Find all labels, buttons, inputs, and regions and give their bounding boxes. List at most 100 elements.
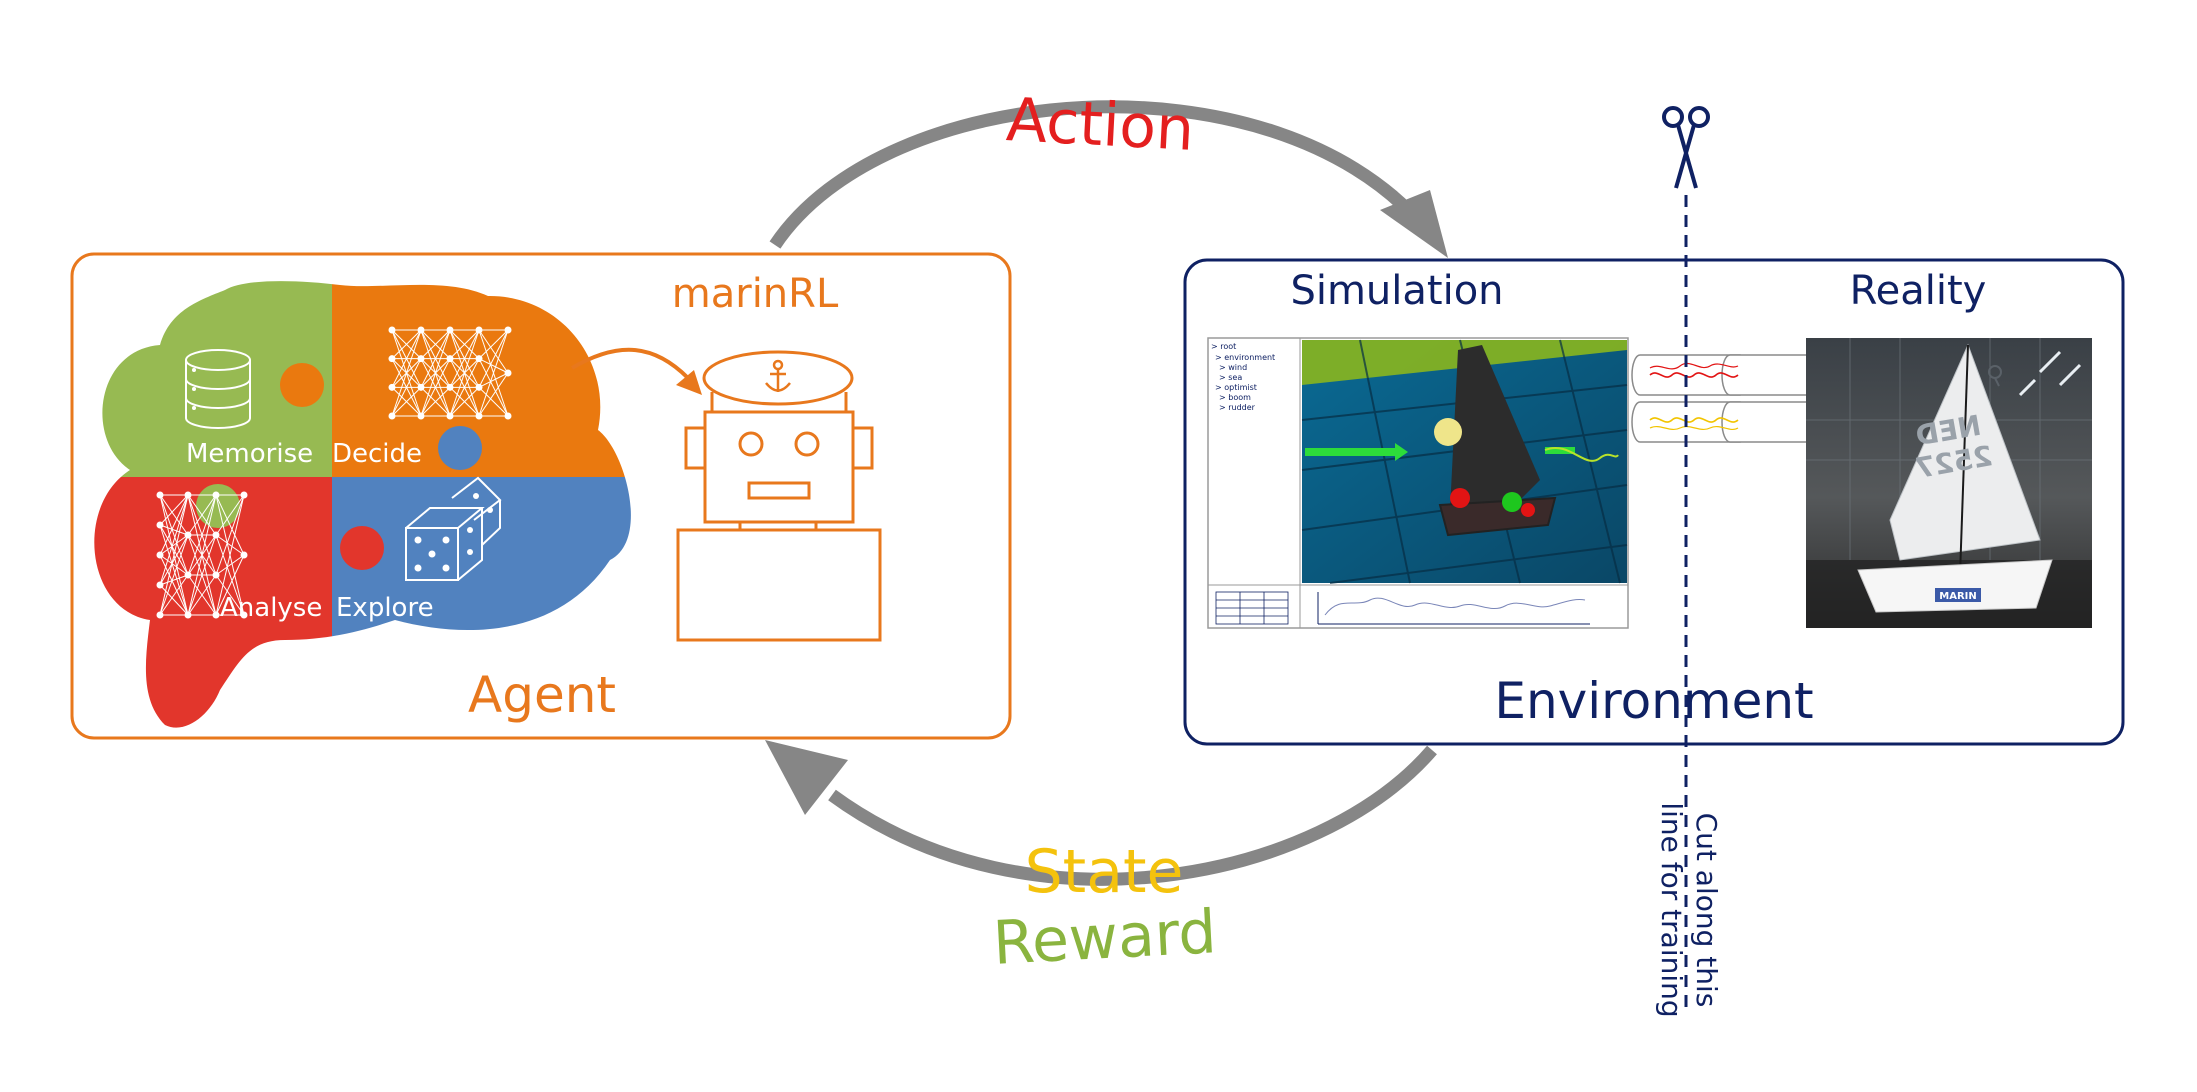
nn-edge: [478, 329, 509, 374]
nn-node: [475, 326, 483, 334]
nn-node: [156, 581, 164, 589]
nn-node: [504, 369, 512, 377]
nn-edge: [159, 534, 189, 586]
nn-node: [184, 611, 192, 619]
nn-edge: [159, 524, 189, 616]
nn-edge: [187, 574, 217, 616]
nn-node: [446, 355, 454, 363]
nn-node: [388, 355, 396, 363]
nn-node: [212, 491, 220, 499]
tree-item: > environment: [1215, 353, 1275, 362]
nn-edge: [478, 329, 509, 360]
nn-node: [475, 383, 483, 391]
nn-edge: [215, 534, 245, 616]
sim-tree-panel: > root > environment > wind > sea > opti…: [1211, 342, 1275, 412]
brain-memorise-label: Memorise: [186, 439, 313, 469]
nn-edge: [187, 494, 217, 576]
scissors-icon: [1662, 106, 1710, 189]
nn-node: [156, 491, 164, 499]
sim-plot: [1317, 592, 1590, 625]
nn-node: [417, 383, 425, 391]
nn-edge: [187, 494, 217, 536]
cut-line-caption: Cut along this line for training: [1655, 802, 1723, 1017]
nn-edge: [215, 574, 245, 616]
simulation-label: Simulation: [1290, 268, 1503, 314]
nn-node: [417, 412, 425, 420]
nn-node: [240, 491, 248, 499]
tree-item: > boom: [1219, 393, 1251, 402]
nn-edge: [159, 534, 189, 616]
reality-label: Reality: [1850, 268, 1987, 314]
tree-item: > rudder: [1219, 403, 1256, 412]
agent-box: [70, 252, 1012, 740]
tree-item: > sea: [1219, 373, 1242, 382]
robot-captain-icon: [676, 350, 882, 642]
nn-node: [156, 611, 164, 619]
nn-edge: [159, 494, 189, 556]
nn-edge: [159, 524, 189, 576]
nn-node: [475, 355, 483, 363]
reality-photo: MARIN NED 2527: [1806, 338, 2092, 628]
nn-edge: [159, 534, 189, 556]
brain-to-robot-arrow: [570, 347, 702, 395]
nn-edge: [420, 329, 451, 388]
nn-edge: [159, 574, 189, 586]
neural-net-icon: [156, 491, 248, 619]
nn-edge: [215, 494, 245, 536]
nn-edge: [449, 329, 480, 417]
state-label: State: [1025, 837, 1184, 907]
tree-item: > optimist: [1215, 383, 1257, 392]
nn-edge: [391, 329, 422, 417]
nn-edge: [391, 358, 422, 417]
cut-caption-line1: Cut along this: [1690, 813, 1723, 1008]
agent-system-name: marinRL: [672, 271, 839, 317]
nn-node: [388, 326, 396, 334]
nn-edge: [478, 329, 509, 388]
nn-edge: [391, 329, 422, 388]
nn-node: [388, 412, 396, 420]
action-arrow: [769, 100, 1448, 258]
connector-cables: [1631, 354, 1817, 443]
nn-edge: [159, 524, 189, 536]
nn-edge: [478, 329, 509, 417]
nn-edge: [159, 494, 189, 576]
nn-node: [475, 412, 483, 420]
nn-edge: [159, 494, 189, 526]
sim-viewport: [1301, 339, 1628, 584]
brain-analyse-label: Analyse: [220, 593, 322, 623]
nn-edge: [420, 329, 451, 417]
nn-edge: [478, 372, 509, 388]
nn-edge: [449, 386, 480, 417]
database-icon: [185, 349, 251, 429]
dice-icon: [405, 476, 502, 581]
nn-node: [446, 383, 454, 391]
nn-node: [212, 571, 220, 579]
nn-edge: [159, 494, 189, 616]
brain-explore-label: Explore: [336, 593, 434, 623]
nn-edge: [420, 329, 451, 360]
state-reward-arrow: [765, 740, 1437, 886]
nn-node: [184, 531, 192, 539]
nn-node: [446, 412, 454, 420]
nn-node: [504, 412, 512, 420]
agent-title: Agent: [468, 666, 616, 724]
nn-node: [417, 355, 425, 363]
nn-node: [156, 521, 164, 529]
environment-box: [1183, 258, 2125, 746]
nn-node: [388, 383, 396, 391]
nn-edge: [215, 494, 245, 576]
brain-decide-label: Decide: [332, 439, 422, 469]
anchor-icon: [765, 359, 791, 392]
nn-edge: [215, 534, 245, 556]
nn-edge: [215, 494, 245, 616]
nn-edge: [391, 329, 422, 360]
nn-edge: [159, 574, 189, 616]
nn-edge: [449, 329, 480, 388]
nn-edge: [478, 358, 509, 417]
nn-edge: [449, 329, 480, 360]
nn-edge: [391, 386, 422, 417]
nn-node: [504, 326, 512, 334]
nn-edge: [420, 358, 451, 417]
nn-edge: [478, 386, 509, 417]
